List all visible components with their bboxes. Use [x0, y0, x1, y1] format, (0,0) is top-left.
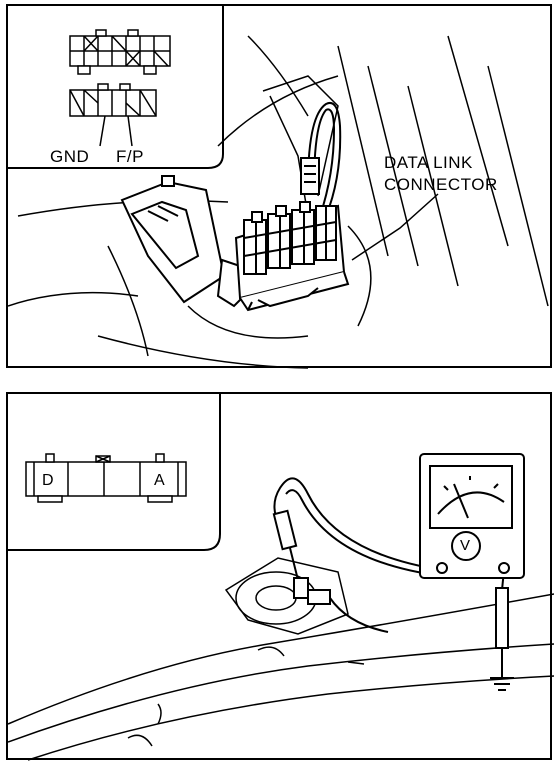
terminal-a-label: A	[154, 472, 165, 489]
service-wire	[300, 102, 342, 217]
engine-outline	[8, 557, 554, 761]
voltage-check-illustration	[8, 394, 554, 761]
connector-body	[120, 175, 350, 312]
callout-line-1: DATA LINK	[384, 153, 473, 172]
gnd-label: GND	[50, 147, 90, 166]
data-link-connector-illustration	[8, 6, 549, 369]
inset-connector-top	[69, 29, 171, 75]
terminal-d-label: D	[42, 472, 54, 489]
voltmeter-mode-symbol: V	[460, 537, 471, 554]
figure-voltage-check: D A V	[6, 392, 554, 761]
dashboard-outline	[8, 35, 549, 369]
callout-line-2: CONNECTOR	[384, 175, 498, 194]
callout-leader	[351, 193, 439, 261]
test-lead-negative	[490, 569, 514, 691]
inset-connector-bottom	[69, 83, 157, 147]
fp-label: F/P	[116, 147, 144, 166]
test-lead-positive	[272, 477, 443, 633]
voltmeter	[419, 453, 525, 579]
inset-terminal-connector	[25, 453, 187, 503]
figure-data-link-connector: GND F/P DATA LINK CONNECTOR	[6, 4, 552, 369]
